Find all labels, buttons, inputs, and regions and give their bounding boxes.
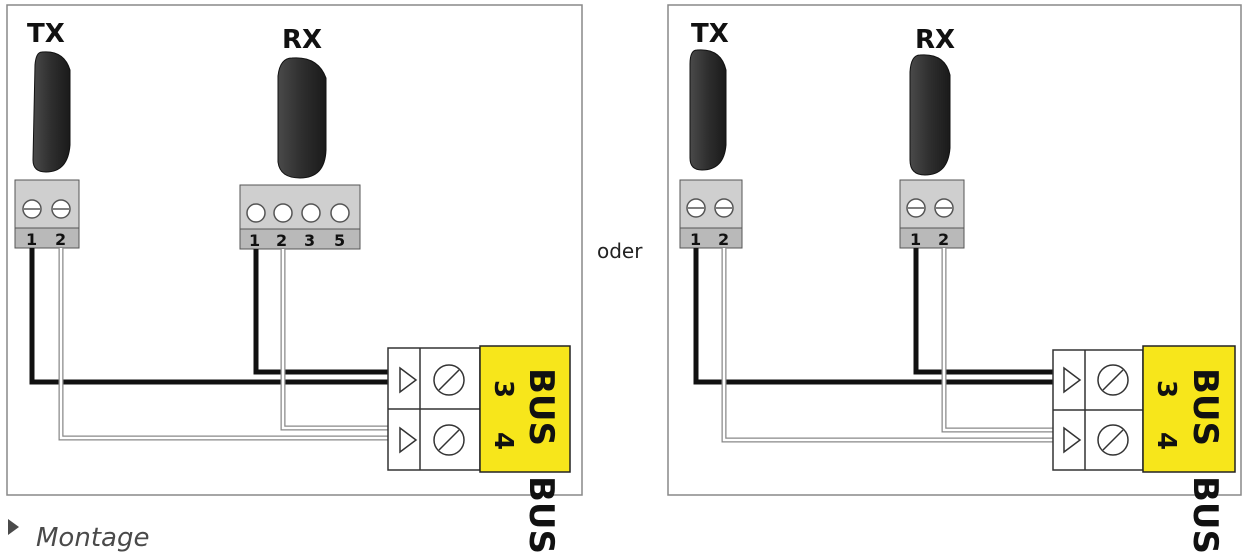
right-rx-wire-light-core — [942, 248, 1057, 432]
footer-label: Montage — [36, 523, 149, 553]
right-tx-terminal-block: 1 2 — [679, 179, 743, 249]
right-bus-block — [1142, 345, 1236, 473]
right-rx-pin-2: 2 — [938, 230, 949, 249]
right-tx-wire-light-core — [722, 248, 1057, 442]
left-tx-pin-1: 1 — [26, 230, 37, 249]
left-rx-pin-5: 5 — [334, 231, 345, 250]
left-rx-label: RX — [282, 25, 322, 55]
left-bus-block — [479, 345, 571, 473]
right-terminal-4: 4 — [1151, 432, 1181, 450]
right-panel: TX RX 1 2 1 2 — [667, 4, 1242, 554]
left-rx-pin-3: 3 — [304, 231, 315, 250]
left-bus-label-bottom: BUS — [521, 476, 561, 554]
right-rx-pin-1: 1 — [910, 230, 921, 249]
right-terminal-3: 3 — [1151, 380, 1181, 398]
right-rx-label: RX — [915, 25, 955, 55]
left-tx-wire-dark — [29, 248, 392, 385]
left-terminal-4: 4 — [488, 432, 518, 450]
left-rx-terminal-block: 1 2 3 5 — [239, 184, 361, 250]
left-bus-label-top: BUS — [521, 368, 561, 446]
right-bus-terminal: 3 4 BUS BUS — [1052, 345, 1236, 554]
left-terminal-3: 3 — [488, 380, 518, 398]
right-tx-label: TX — [691, 19, 729, 49]
right-rx-device-icon — [909, 54, 951, 176]
right-tx-wire-dark — [693, 248, 1057, 385]
right-tx-pin-2: 2 — [718, 230, 729, 249]
left-tx-pin-2: 2 — [55, 230, 66, 249]
left-bus-terminal: 3 4 BUS BUS — [387, 345, 571, 554]
right-tx-pin-1: 1 — [690, 230, 701, 249]
left-rx-wire-dark — [253, 249, 392, 375]
left-tx-device-icon — [32, 51, 71, 173]
left-rx-device-icon — [277, 57, 327, 179]
left-tx-wire-light-core — [59, 248, 392, 440]
right-rx-wire-dark — [913, 248, 1057, 375]
right-bus-label-top: BUS — [1185, 368, 1225, 446]
left-rx-pin-2: 2 — [276, 231, 287, 250]
left-rx-pin-1: 1 — [249, 231, 260, 250]
right-rx-terminal-block: 1 2 — [899, 179, 965, 249]
left-rx-wire-light-core — [281, 249, 392, 430]
right-tx-device-icon — [689, 49, 727, 171]
left-tx-label: TX — [27, 19, 65, 49]
footer-triangle-icon — [8, 519, 19, 535]
left-tx-terminal-block: 1 2 — [14, 179, 80, 249]
separator-text: oder — [597, 239, 643, 263]
left-panel: TX RX 1 2 1 2 3 5 — [6, 4, 583, 554]
right-bus-label-bottom: BUS — [1185, 476, 1225, 554]
